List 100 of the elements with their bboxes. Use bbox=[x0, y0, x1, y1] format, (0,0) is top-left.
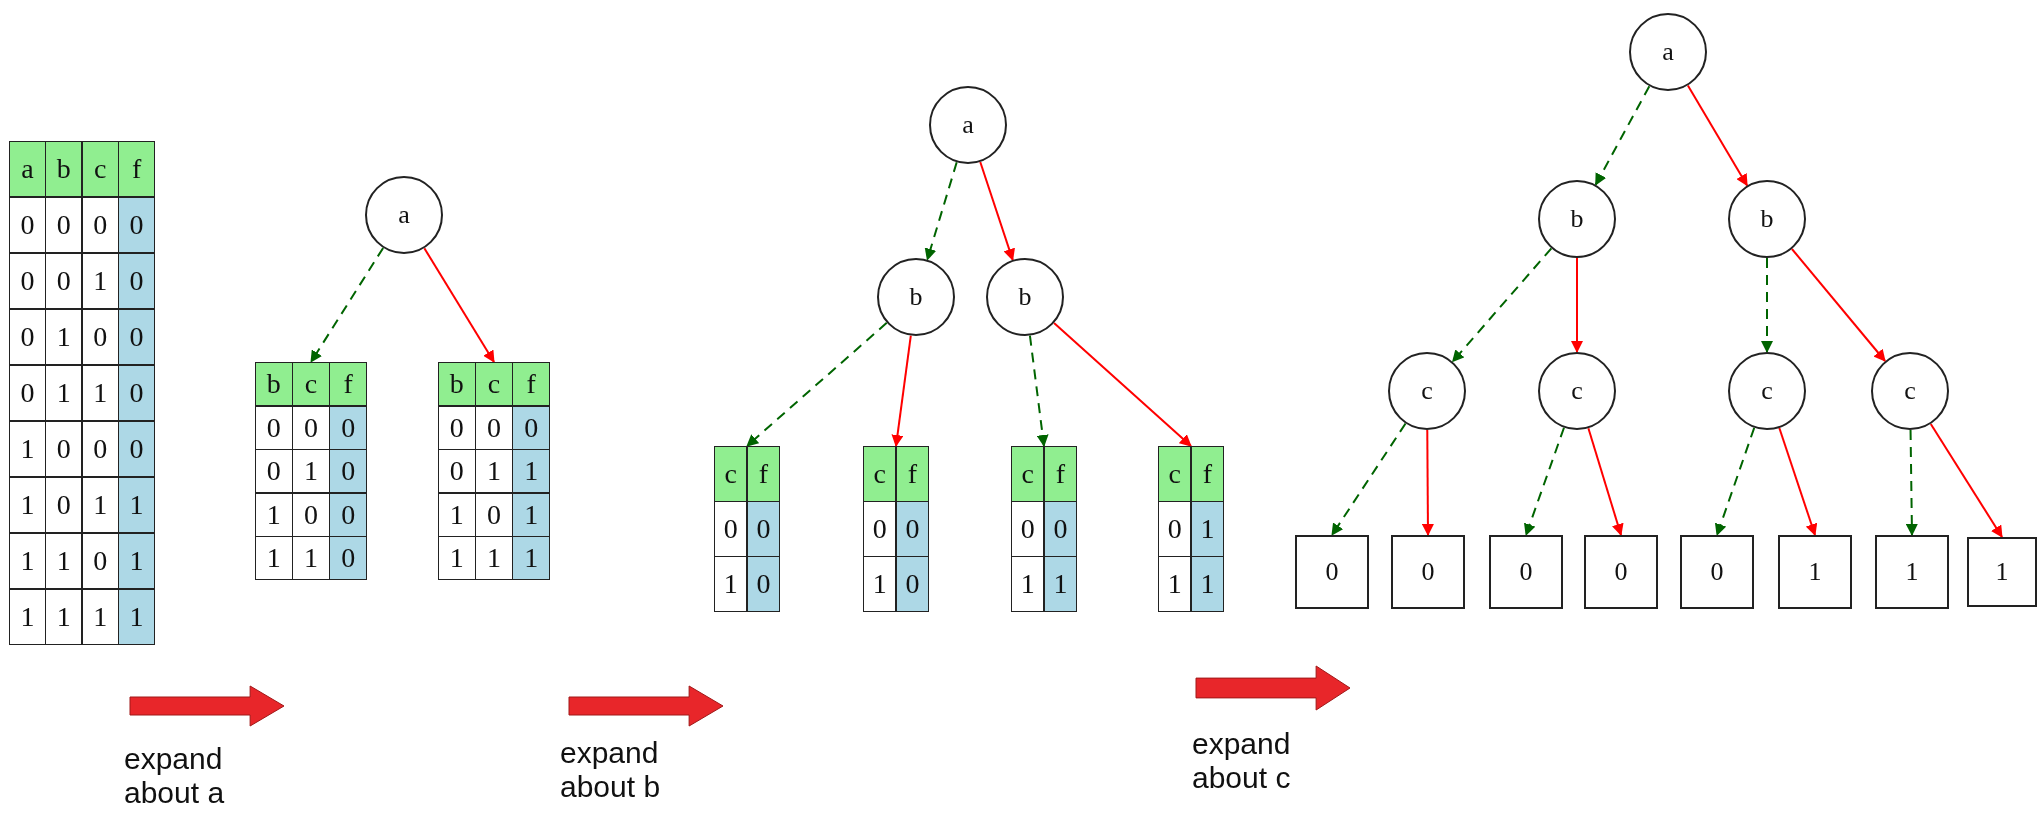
table-cell: 0 bbox=[46, 421, 82, 477]
step-label: expand about a bbox=[124, 742, 226, 810]
truth-table bbox=[438, 362, 550, 580]
step-label: expand about c bbox=[1192, 727, 1292, 795]
table-cell: 1 bbox=[1159, 557, 1191, 611]
table-cell: 1 bbox=[864, 557, 896, 611]
leaf-box bbox=[1584, 535, 1658, 609]
node-label: 1 bbox=[1905, 557, 1919, 587]
table-cell: 0 bbox=[10, 253, 45, 309]
header-cell: c bbox=[1012, 447, 1044, 501]
table-cell: 1 bbox=[46, 365, 82, 421]
table-cell: 0 bbox=[747, 502, 779, 556]
node-label: b bbox=[1570, 204, 1584, 234]
arrow bbox=[1028, 334, 1049, 447]
node-label: c bbox=[1904, 376, 1916, 406]
table-cell: 1 bbox=[439, 493, 475, 536]
header-cell: c bbox=[715, 447, 747, 501]
table-cell: 0 bbox=[1012, 502, 1044, 556]
table-cell: 0 bbox=[330, 537, 366, 579]
table-cell: 0 bbox=[513, 406, 549, 449]
header-cell: b bbox=[46, 142, 82, 197]
table-cell: 0 bbox=[330, 406, 366, 449]
node-label: 0 bbox=[1519, 557, 1533, 587]
arrow bbox=[1571, 257, 1583, 353]
table-cell: 1 bbox=[1044, 557, 1076, 611]
table-cell: 0 bbox=[256, 450, 292, 492]
arrow bbox=[1714, 426, 1756, 536]
truth-table bbox=[9, 141, 155, 645]
header-cell: b bbox=[439, 363, 475, 405]
table-cell: 1 bbox=[46, 533, 82, 589]
arrow bbox=[1451, 247, 1553, 363]
header-cell: c bbox=[864, 447, 896, 501]
table-cell: 0 bbox=[82, 533, 118, 589]
header-cell: a bbox=[10, 142, 45, 197]
table-cell: 0 bbox=[476, 406, 512, 449]
leaf-box bbox=[1489, 535, 1563, 609]
header-cell: f bbox=[330, 363, 366, 405]
header-cell: c bbox=[1159, 447, 1191, 501]
header-cell: f bbox=[1044, 447, 1076, 501]
arrow bbox=[1929, 423, 2003, 538]
table-cell: 1 bbox=[46, 589, 82, 644]
table-cell: 1 bbox=[119, 533, 154, 589]
header-cell: f bbox=[896, 447, 928, 501]
table-cell: 0 bbox=[1159, 502, 1191, 556]
node-label: 0 bbox=[1325, 557, 1339, 587]
node-label: c bbox=[1761, 376, 1773, 406]
node-label: c bbox=[1421, 376, 1433, 406]
arrow bbox=[423, 247, 495, 363]
table-cell: 1 bbox=[715, 557, 747, 611]
table-cell: 1 bbox=[1191, 557, 1223, 611]
table-cell: 1 bbox=[46, 309, 82, 365]
table-cell: 1 bbox=[82, 253, 118, 309]
node-label: 1 bbox=[1808, 557, 1822, 587]
arrow bbox=[1778, 427, 1818, 536]
table-cell: 1 bbox=[10, 421, 45, 477]
arrow bbox=[924, 161, 958, 261]
table-cell: 1 bbox=[82, 477, 118, 533]
table-cell: 1 bbox=[513, 493, 549, 536]
arrow bbox=[1594, 85, 1651, 186]
table-cell: 0 bbox=[10, 309, 45, 365]
table-cell: 0 bbox=[119, 253, 154, 309]
truth-table bbox=[863, 446, 929, 612]
header-cell: f bbox=[119, 142, 154, 197]
leaf-box bbox=[1391, 535, 1465, 609]
table-cell: 0 bbox=[82, 197, 118, 253]
arrow bbox=[891, 334, 912, 447]
arrow bbox=[979, 161, 1015, 261]
header-cell: f bbox=[513, 363, 549, 405]
arrow bbox=[1331, 422, 1407, 536]
table-cell: 0 bbox=[119, 309, 154, 365]
table-cell: 0 bbox=[46, 253, 82, 309]
table-cell: 1 bbox=[513, 450, 549, 492]
table-cell: 1 bbox=[256, 493, 292, 536]
table-cell: 1 bbox=[293, 450, 329, 492]
table-cell: 0 bbox=[1044, 502, 1076, 556]
table-cell: 1 bbox=[82, 365, 118, 421]
arrow bbox=[1421, 429, 1434, 536]
truth-table bbox=[1158, 446, 1224, 612]
node-label: a bbox=[1662, 37, 1674, 67]
arrow bbox=[1761, 257, 1773, 353]
table-cell: 0 bbox=[256, 406, 292, 449]
node-label: 0 bbox=[1710, 557, 1724, 587]
table-cell: 0 bbox=[293, 493, 329, 536]
table-cell: 0 bbox=[896, 557, 928, 611]
table-cell: 0 bbox=[439, 406, 475, 449]
arrow bbox=[1053, 322, 1192, 447]
arrow bbox=[310, 246, 385, 363]
node-label: c bbox=[1571, 376, 1583, 406]
table-cell: 0 bbox=[10, 197, 45, 253]
header-cell: b bbox=[256, 363, 292, 405]
truth-table bbox=[1011, 446, 1077, 612]
leaf-box bbox=[1680, 535, 1754, 609]
table-cell: 0 bbox=[439, 450, 475, 492]
header-cell: f bbox=[1191, 447, 1223, 501]
table-cell: 0 bbox=[119, 365, 154, 421]
node-label: b bbox=[1760, 204, 1774, 234]
table-cell: 0 bbox=[46, 477, 82, 533]
arrow bbox=[1790, 248, 1887, 362]
table-cell: 0 bbox=[119, 421, 154, 477]
header-cell: c bbox=[476, 363, 512, 405]
